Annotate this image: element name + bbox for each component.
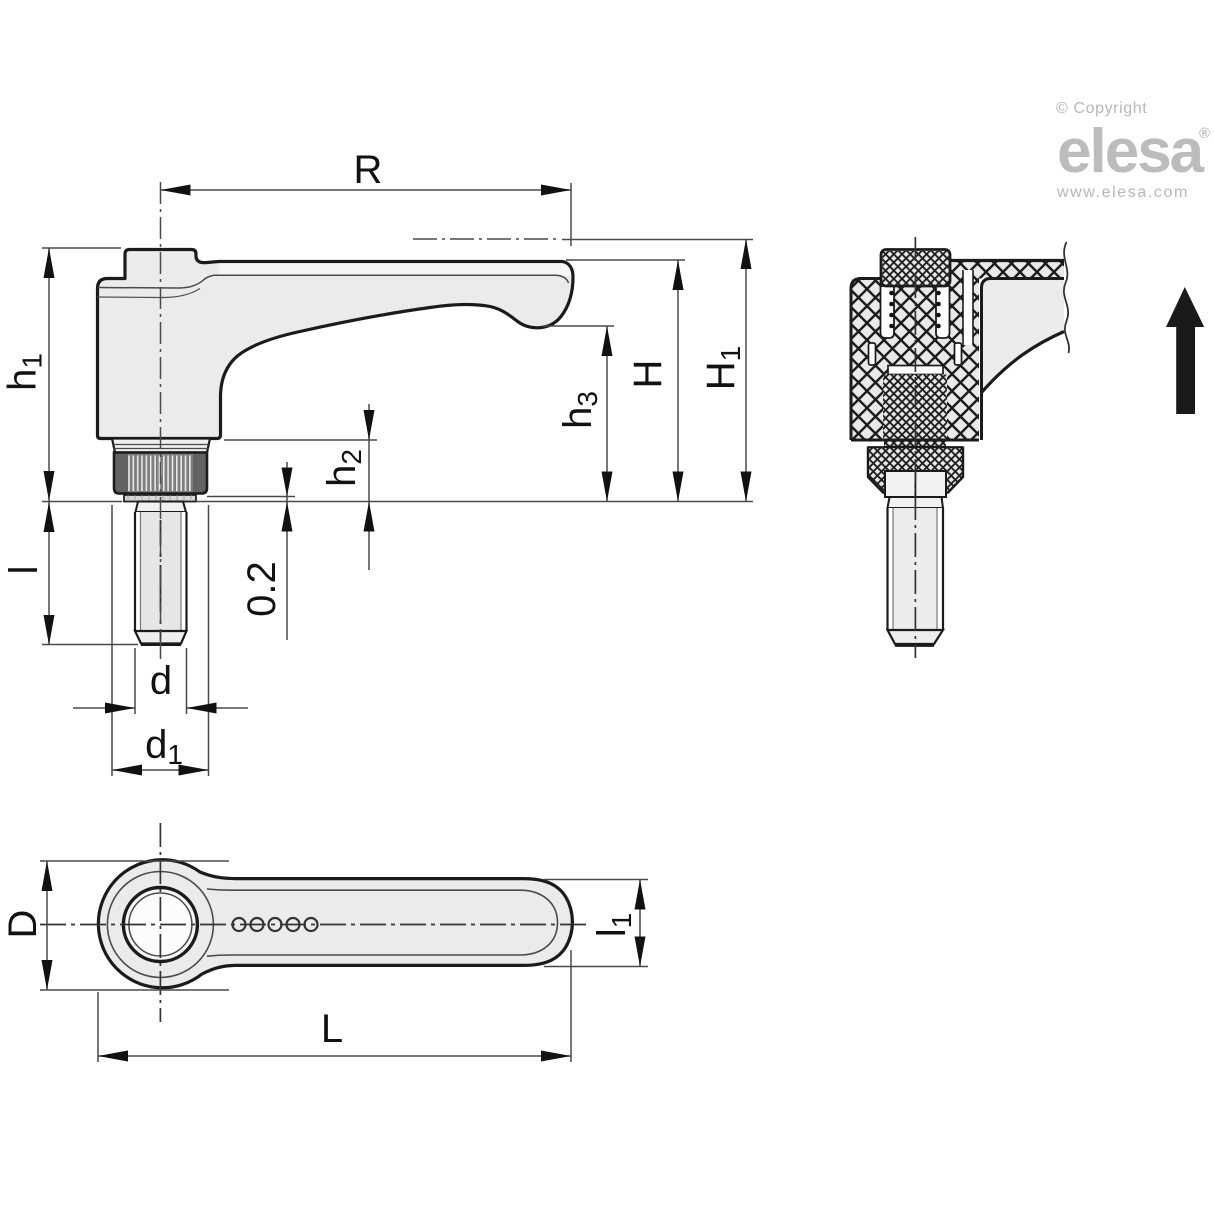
svg-text:R: R [354, 148, 383, 192]
svg-text:l: l [2, 566, 46, 575]
svg-text:elesa: elesa [1057, 117, 1205, 186]
svg-text:H: H [626, 360, 670, 389]
svg-text:0.2: 0.2 [240, 561, 284, 617]
svg-text:d: d [150, 659, 172, 703]
svg-text:D: D [1, 910, 45, 939]
svg-text:L: L [321, 1007, 343, 1051]
svg-text:h1: h1 [1, 353, 48, 391]
svg-text:www.elesa.com: www.elesa.com [1056, 184, 1189, 201]
svg-text:®: ® [1199, 125, 1210, 142]
svg-text:© Copyright: © Copyright [1056, 100, 1147, 117]
svg-text:d1: d1 [145, 723, 183, 770]
